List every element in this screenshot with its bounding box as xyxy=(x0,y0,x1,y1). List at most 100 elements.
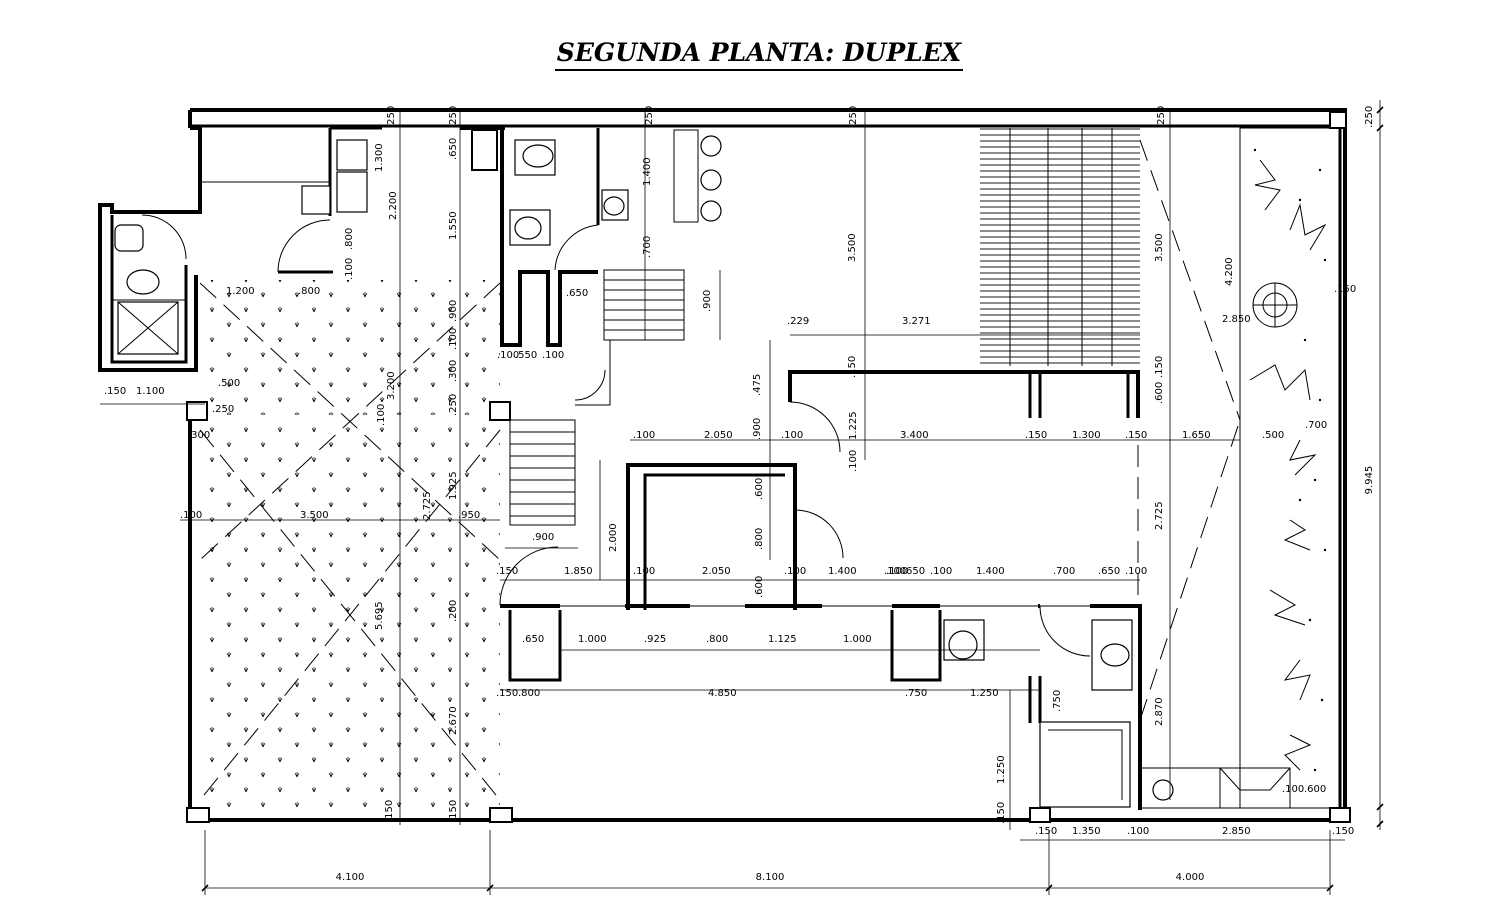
dim-label: 1.300 xyxy=(1072,430,1101,441)
dim-label: .925 xyxy=(644,634,666,645)
dim-label: .950 xyxy=(458,510,480,521)
dim-label: .100 xyxy=(1125,566,1147,577)
dim-label: .150 xyxy=(1025,430,1047,441)
dim-label: 2.725 xyxy=(422,491,433,520)
dim-label: 650 xyxy=(906,566,925,577)
dim-label: .700 xyxy=(642,236,653,258)
dim-label: .150 xyxy=(847,356,858,378)
dim-label: .150 xyxy=(104,386,126,397)
dim-label: 1.650 xyxy=(1182,430,1211,441)
dim-label: 5.695 xyxy=(374,601,385,630)
dim-label: .800 xyxy=(298,286,320,297)
dim-label: .100 xyxy=(180,510,202,521)
dim-label: .600 xyxy=(754,576,765,598)
dim-label: 2.850 xyxy=(1222,826,1251,837)
dim-label: .150 xyxy=(996,802,1007,824)
dim-label: 2.670 xyxy=(448,706,459,735)
dim-label: .100 xyxy=(376,404,387,426)
dim-label: .100 xyxy=(930,566,952,577)
dim-label: .250 xyxy=(644,106,655,128)
dim-label: .250 xyxy=(448,106,459,128)
dim-label: .750 xyxy=(905,688,927,699)
dim-label: .650 xyxy=(448,138,459,160)
dim-label: .150 xyxy=(1125,430,1147,441)
dim-label: 2.870 xyxy=(1154,697,1165,726)
dim-label: .250 xyxy=(212,404,234,415)
dim-label: .150 xyxy=(496,566,518,577)
terrace-grass xyxy=(199,280,501,810)
dim-label: .250 xyxy=(848,106,859,128)
dim-label: 4.200 xyxy=(1224,257,1235,286)
plan-title: SEGUNDA PLANTA: DUPLEX xyxy=(0,38,1500,71)
dimension-labels: 4.100 8.100 4.000 9.945 .150 1.350 .100 … xyxy=(104,106,1375,883)
dim-label: .900 xyxy=(448,300,459,322)
dim-label: 9.945 xyxy=(1364,466,1375,495)
dim-label: .100 xyxy=(884,566,906,577)
dim-label: 1.250 xyxy=(996,755,1007,784)
dim-label: .250 xyxy=(1364,106,1375,128)
dim-label: 2.050 xyxy=(702,566,731,577)
dim-label: 8.100 xyxy=(756,872,785,883)
dim-label: .150 xyxy=(496,688,518,699)
dim-label: .100 xyxy=(448,328,459,350)
dim-label: .250 xyxy=(1156,106,1167,128)
dim-label: 3.500 xyxy=(1154,233,1165,262)
garden xyxy=(1239,127,1341,809)
dim-label: .150 xyxy=(1035,826,1057,837)
dim-label: .900 xyxy=(702,290,713,312)
dim-label: 1.300 xyxy=(374,143,385,172)
dim-label: .700 xyxy=(1053,566,1075,577)
dim-label: 1.850 xyxy=(564,566,593,577)
dim-label: .150 xyxy=(1334,284,1356,295)
dim-label: 1.000 xyxy=(578,634,607,645)
dim-label: .800 xyxy=(344,228,355,250)
dim-label: 4.000 xyxy=(1176,872,1205,883)
stairs xyxy=(509,269,685,526)
left-bath xyxy=(110,214,188,364)
dim-label: .900 xyxy=(532,532,554,543)
dim-label: .150 xyxy=(384,800,395,822)
dim-label: .100 xyxy=(633,430,655,441)
dim-label: .100 xyxy=(886,566,908,577)
dim-label: .900 xyxy=(752,418,763,440)
corridor-walls xyxy=(499,370,1291,810)
dim-label: .100 xyxy=(344,258,355,280)
dim-label: 1.000 xyxy=(843,634,872,645)
dim-label: .300 xyxy=(188,430,210,441)
dim-label: .100 xyxy=(1127,826,1149,837)
dim-label: .600 xyxy=(1304,784,1326,795)
dim-label: 1.200 xyxy=(226,286,255,297)
dim-label: .100 xyxy=(1282,784,1304,795)
dim-label: 2.850 xyxy=(1222,314,1251,325)
dim-label: .100 xyxy=(781,430,803,441)
dim-label: 3.500 xyxy=(300,510,329,521)
dim-label: 4.850 xyxy=(708,688,737,699)
dimension-lines xyxy=(100,100,1384,895)
dim-label: .100 xyxy=(497,350,519,361)
upper-left-rooms xyxy=(200,126,382,274)
dim-label: 1.400 xyxy=(642,157,653,186)
dim-label: .550 xyxy=(515,350,537,361)
interior-walls xyxy=(460,126,722,347)
dim-label: .600 xyxy=(754,478,765,500)
dim-label: .600 xyxy=(1154,382,1165,404)
dim-label: 1.125 xyxy=(768,634,797,645)
dim-label: .650 xyxy=(522,634,544,645)
dim-label: .500 xyxy=(1262,430,1284,441)
dim-label: 1.225 xyxy=(848,411,859,440)
dim-label: 2.200 xyxy=(388,191,399,220)
dim-label: 3.200 xyxy=(386,371,397,400)
dim-label: 1.400 xyxy=(976,566,1005,577)
dim-label: .800 xyxy=(518,688,540,699)
dim-label: .300 xyxy=(448,360,459,382)
dim-label: .250 xyxy=(448,394,459,416)
dim-label: .500 xyxy=(218,378,240,389)
dim-label: 2.725 xyxy=(1154,501,1165,530)
columns xyxy=(186,111,1351,823)
dim-label: 3.500 xyxy=(847,233,858,262)
dim-label: .250 xyxy=(386,106,397,128)
dim-label: 2.000 xyxy=(608,523,619,552)
dim-label: 1.250 xyxy=(970,688,999,699)
dim-label: .150 xyxy=(448,800,459,822)
